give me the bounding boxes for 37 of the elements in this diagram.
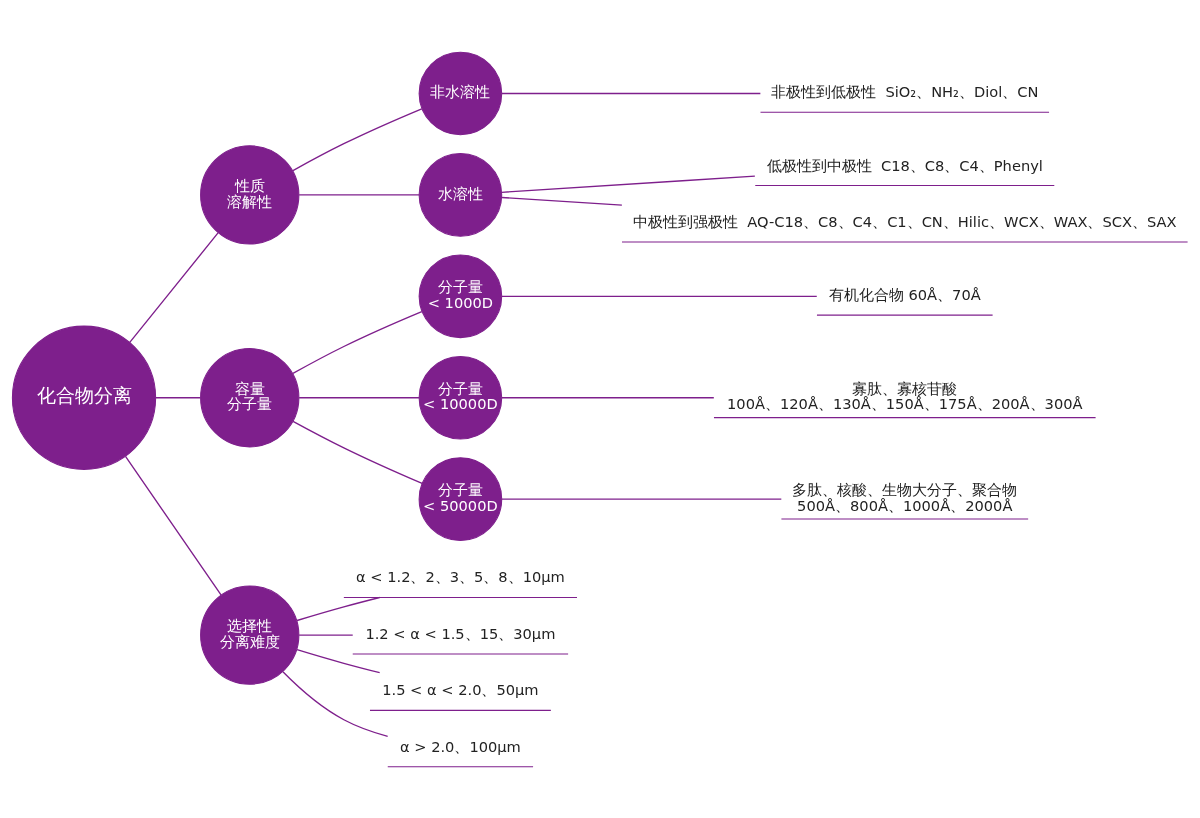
connector	[501, 196, 623, 206]
node-circle: 性质 溶解性	[200, 144, 300, 245]
connector	[296, 596, 381, 621]
connector	[129, 231, 219, 343]
connector	[298, 633, 354, 636]
connector	[501, 92, 762, 94]
node-text: 寡肽、寡核苷酸 100Å、120Å、130Å、150Å、175Å、200Å、300Å	[727, 379, 1083, 412]
node-text: 中极性到强极性 AQ-C18、C8、C4、C1、CN、Hilic、WCX、WAX、SCX、SAX	[633, 212, 1177, 230]
node-circle: 分子量 < 10000D	[418, 355, 503, 440]
connector	[298, 193, 420, 196]
node-text: 低极性到中极性 C18、C8、C4、Phenyl	[766, 156, 1043, 174]
node-text: 非极性到低极性 SiO₂、NH₂、Diol、CN	[771, 82, 1039, 100]
node-circle: 分子量 < 50000D	[418, 456, 503, 541]
connector	[155, 396, 202, 398]
connector	[501, 175, 756, 193]
node-circle: 容量 分子量	[200, 347, 300, 447]
node-text: 有机化合物 60Å、70Å	[828, 285, 981, 303]
node-circle: 分子量 < 1000D	[418, 254, 503, 338]
node-circle: 非水溶性	[418, 51, 503, 135]
node-text: α > 2.0、100μm	[399, 737, 521, 755]
node-circle: 化合物分离	[11, 325, 157, 470]
connector	[292, 107, 423, 171]
node-text: α < 1.2、2、3、5、8、10μm	[356, 567, 565, 585]
node-circle: 选择性 分离难度	[200, 584, 300, 685]
node-text: 1.5 < α < 2.0、50μm	[382, 680, 539, 698]
connector	[501, 295, 818, 297]
connector	[124, 455, 222, 596]
connector	[501, 396, 715, 398]
connector	[501, 498, 782, 500]
node-text: 1.2 < α < 1.5、15、30μm	[365, 624, 556, 642]
connector	[298, 396, 420, 398]
connector	[292, 420, 423, 484]
connector	[292, 310, 423, 374]
connector	[282, 670, 389, 737]
node-text: 多肽、核酸、生物大分子、聚合物 500Å、800Å、1000Å、2000Å	[792, 480, 1018, 514]
connector	[296, 648, 381, 673]
node-circle: 水溶性	[418, 152, 503, 237]
